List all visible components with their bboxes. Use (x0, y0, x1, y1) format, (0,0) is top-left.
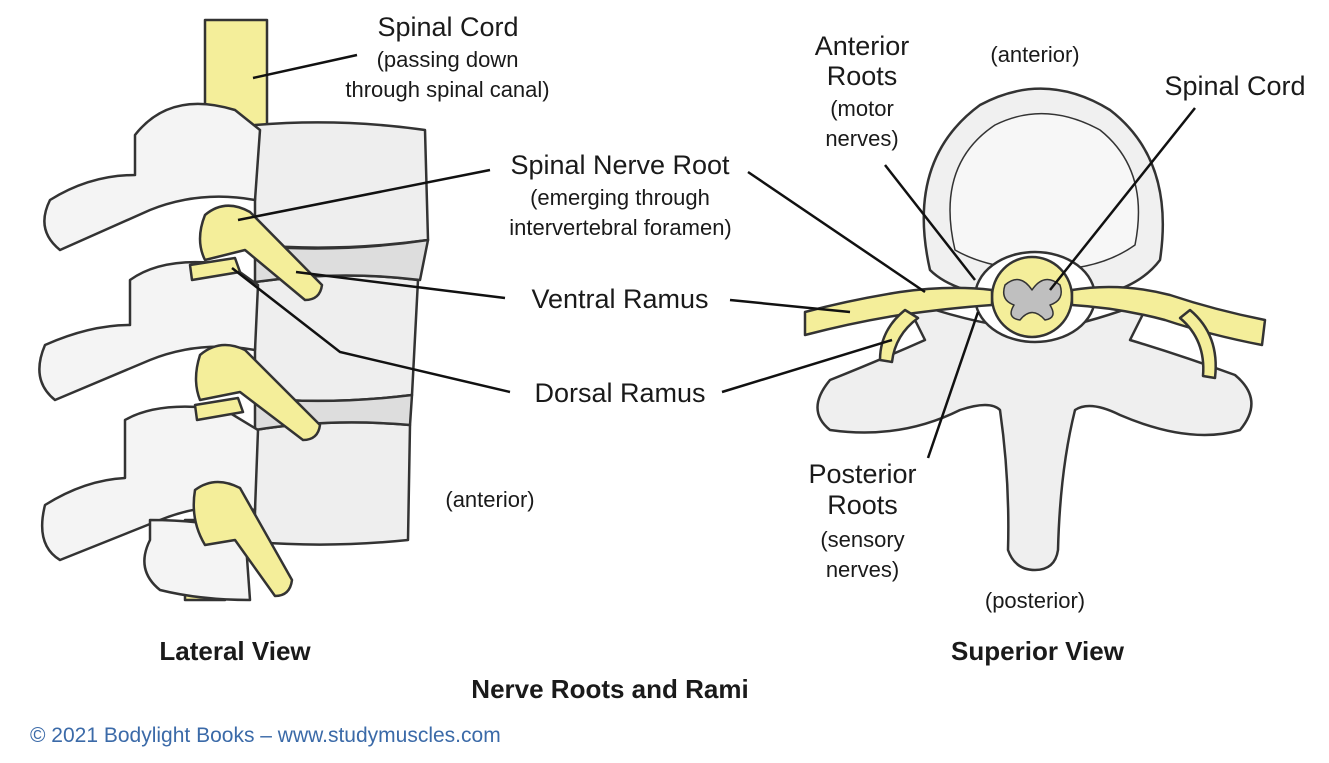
label-anterior-roots-sub2: nerves) (825, 126, 899, 151)
lateral-nerve-root-middle (194, 343, 322, 442)
leader-lateral-nerve-root (237, 168, 491, 222)
leader-lateral-dorsal (231, 267, 511, 394)
lateral-nerve-root-lower (192, 480, 294, 598)
label-lateral-anterior: (anterior) (445, 487, 535, 512)
superior-view-drawing (803, 87, 1267, 572)
lateral-dorsal-ramus-upper (188, 256, 242, 282)
superior-dorsal-ramus-right (1178, 308, 1217, 380)
lateral-dorsal-ramus-middle (193, 396, 245, 422)
posterior-process-middle (38, 260, 260, 402)
posterior-process-upper (43, 102, 262, 252)
superior-posterior-arch (816, 298, 1253, 572)
vertebral-body-middle (253, 274, 420, 403)
lateral-view-drawing (38, 18, 430, 602)
vertebral-body-upper (253, 121, 430, 249)
label-posterior-roots-sub2: nerves) (825, 557, 900, 582)
superior-nerve-left (803, 286, 994, 337)
leader-lateral-spinal-cord (252, 53, 358, 80)
label-posterior-roots-2: Roots (827, 490, 898, 520)
superior-gray-matter (1002, 278, 1062, 321)
label-ventral-ramus: Ventral Ramus (531, 284, 709, 314)
leader-lines (231, 53, 1196, 459)
diagram-title: Nerve Roots and Rami (471, 674, 749, 704)
label-dorsal-ramus: Dorsal Ramus (534, 378, 706, 408)
label-lateral-spinal-cord: Spinal Cord (377, 12, 519, 42)
leader-lateral-ventral (295, 270, 506, 300)
label-lateral-spinal-cord-sub2: through spinal canal) (345, 77, 550, 102)
superior-nerve-right (1070, 285, 1267, 347)
copyright-text: © 2021 Bodylight Books – www.studymuscle… (30, 724, 501, 747)
lateral-nerve-root-upper (198, 204, 324, 302)
label-anterior-roots-2: Roots (826, 61, 898, 91)
label-lateral-spinal-cord-sub1: (passing down (376, 47, 519, 72)
label-posterior-roots-1: Posterior (808, 459, 917, 489)
label-superior-anterior: (anterior) (990, 42, 1080, 67)
leader-superior-spinal-cord (1049, 107, 1196, 291)
caption-lateral-view: Lateral View (159, 636, 311, 666)
label-anterior-roots-sub1: (motor (830, 96, 894, 121)
leader-anterior-roots (884, 164, 976, 281)
leader-superior-ventral (729, 298, 851, 314)
label-spinal-nerve-root-sub1: (emerging through (530, 185, 710, 210)
label-superior-posterior: (posterior) (984, 588, 1086, 613)
leader-superior-dorsal (721, 338, 893, 394)
label-posterior-roots-sub1: (sensory (820, 527, 905, 552)
caption-superior-view: Superior View (951, 636, 1124, 666)
label-superior-spinal-cord: Spinal Cord (1164, 71, 1306, 101)
leader-posterior-roots (926, 311, 980, 459)
label-anterior-roots-1: Anterior (814, 31, 910, 61)
vertebral-body-lower (253, 421, 412, 546)
superior-dorsal-ramus-left (878, 308, 920, 364)
label-spinal-nerve-root: Spinal Nerve Root (510, 150, 730, 180)
label-spinal-nerve-root-sub2: intervertebral foramen) (509, 215, 732, 240)
leader-superior-nerve-root (747, 170, 926, 294)
